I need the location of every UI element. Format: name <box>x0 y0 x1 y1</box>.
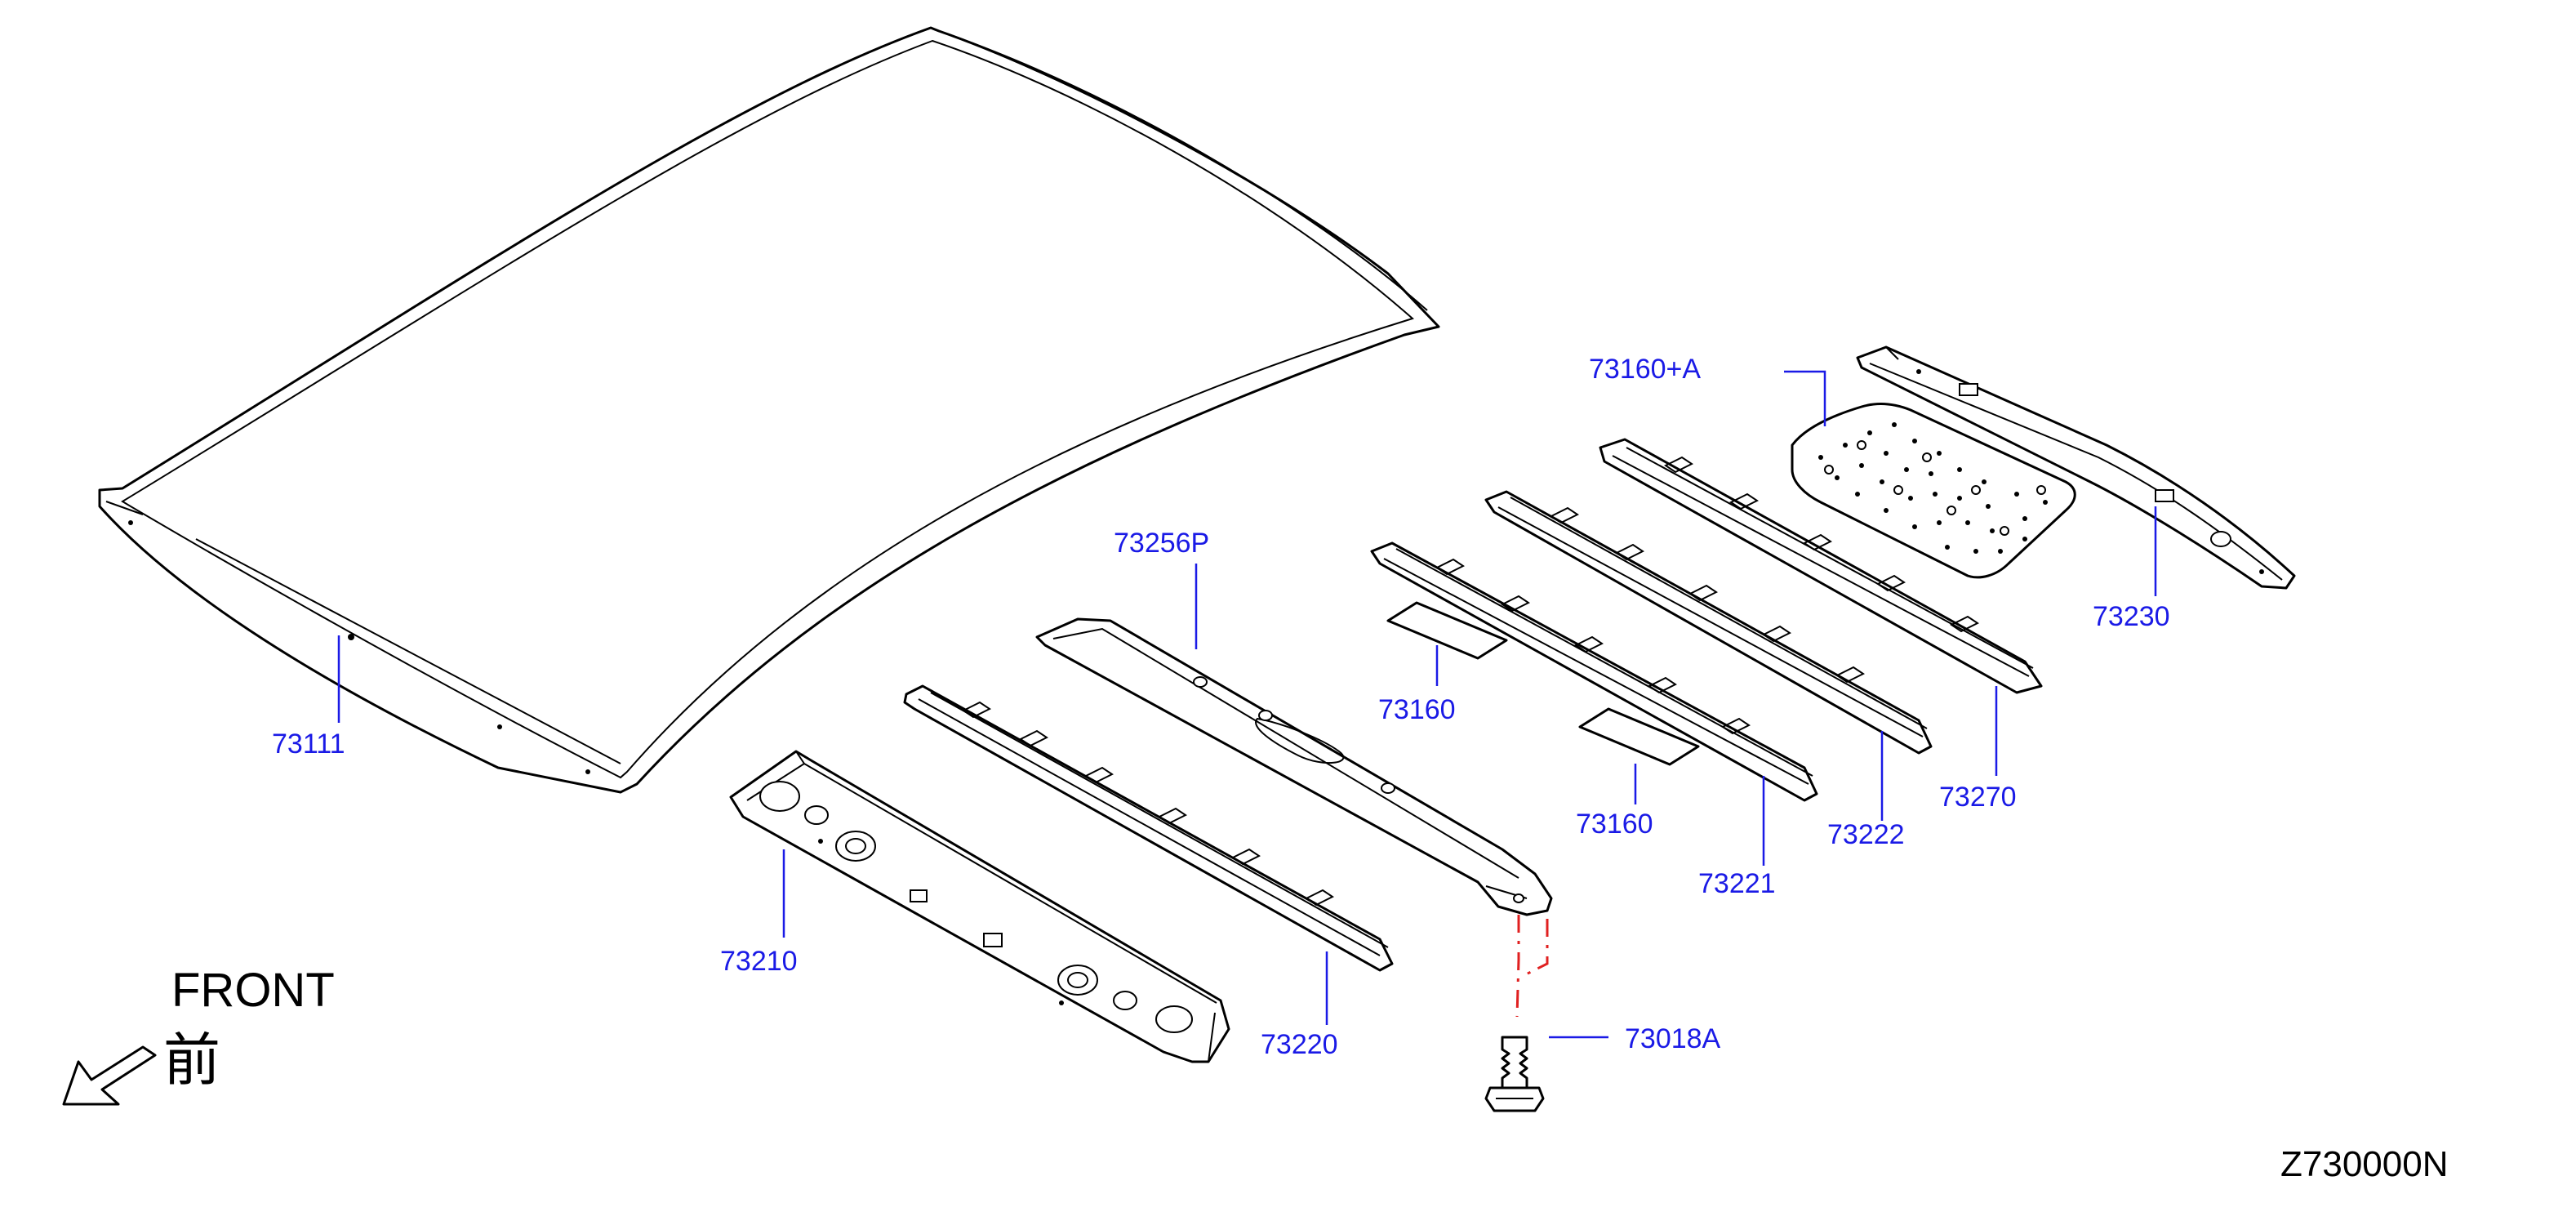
label-73256p: 73256P <box>1114 528 1209 559</box>
install-line <box>1515 915 1520 1018</box>
roof-bow-73222 <box>1484 490 1933 755</box>
label-73221: 73221 <box>1698 868 1776 899</box>
label-73160-plus-a: 73160+A <box>1589 354 1701 385</box>
label-73210: 73210 <box>720 946 798 977</box>
front-label: FRONT <box>171 964 335 1017</box>
front-indicator: FRONT 前 <box>62 964 335 1106</box>
perforated-pad-73160-a <box>1791 403 2076 579</box>
label-73222: 73222 <box>1827 819 1905 850</box>
bolt-73018a <box>1484 1036 1545 1112</box>
front-arrow-icon <box>62 1045 157 1106</box>
label-73220: 73220 <box>1261 1029 1338 1060</box>
label-73018a: 73018A <box>1625 1023 1721 1054</box>
roof-panel <box>98 26 1440 794</box>
label-73160-upper: 73160 <box>1378 694 1456 725</box>
pad-73160-a <box>1386 601 1508 660</box>
install-line <box>1522 919 1549 978</box>
label-73160-lower: 73160 <box>1576 809 1653 840</box>
label-73270: 73270 <box>1939 782 2017 813</box>
front-kanji-label: 前 <box>163 1027 220 1094</box>
figure-code: Z730000N <box>2280 1144 2448 1184</box>
label-73230: 73230 <box>2093 601 2170 632</box>
roof-bow-73220 <box>903 684 1394 972</box>
front-roof-rail <box>729 750 1230 1063</box>
label-73111: 73111 <box>272 729 345 760</box>
leader-lines <box>337 370 2157 1039</box>
roof-bow-73270 <box>1599 438 2043 694</box>
rear-roof-rail <box>1856 345 2296 590</box>
pad-73160-b <box>1578 707 1700 766</box>
roof-bow-73256p <box>1035 617 1553 916</box>
roof-bow-73221 <box>1370 541 1818 802</box>
